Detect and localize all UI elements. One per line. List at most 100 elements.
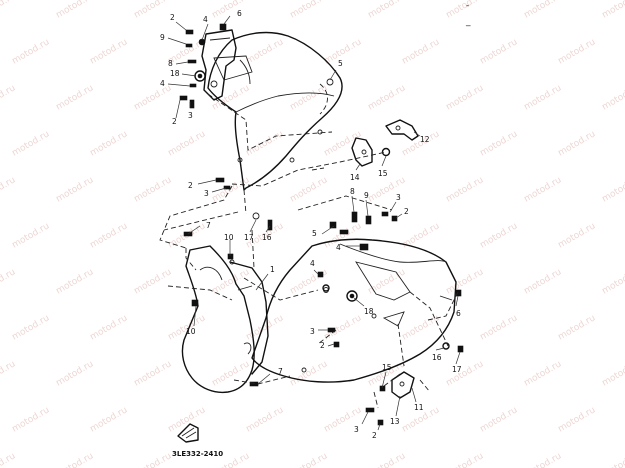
callout-1: 1 <box>270 265 275 274</box>
watermark-text: motod.ru <box>479 129 520 158</box>
watermark-text: motod.ru <box>167 129 208 158</box>
watermark-text: motod.ru <box>289 359 330 388</box>
watermark-text: motod.ru <box>601 0 625 21</box>
watermark-text: motod.ru <box>11 313 52 342</box>
callout-2-c: 2 <box>188 181 193 190</box>
callout-3-b: 3 <box>204 189 209 198</box>
watermark-text: motod.ru <box>401 221 442 250</box>
watermark-text: motod.ru <box>601 359 625 388</box>
watermark-text: motod.ru <box>133 359 174 388</box>
callout-13: 13 <box>390 417 400 426</box>
callout-9-a: 9 <box>160 33 165 42</box>
callout-4-d: 4 <box>310 259 315 268</box>
callout-3-c: 3 <box>396 193 401 202</box>
watermark-text: motod.ru <box>601 175 625 204</box>
callout-6-a: 6 <box>237 9 242 18</box>
watermark-text: motod.ru <box>89 221 130 250</box>
watermark-text: motod.ru <box>133 267 174 296</box>
callout-16-b: 16 <box>432 353 442 362</box>
watermark-text: motod.ru <box>11 37 52 66</box>
watermark-text: motod.ru <box>523 175 564 204</box>
watermark-text: motod.ru <box>245 313 286 342</box>
upper-side-cowl <box>207 31 343 215</box>
callout-11: 11 <box>414 403 424 412</box>
callout-labels: 2 4 6 9 8 18 4 3 2 5 12 15 14 2 3 8 9 3 … <box>160 9 462 440</box>
callout-9-b: 9 <box>364 191 369 200</box>
watermark-text: motod.ru <box>0 267 17 296</box>
callout-17-a: 17 <box>244 233 254 242</box>
watermark-text: motod.ru <box>523 0 564 21</box>
watermark-text: motod.ru <box>245 129 286 158</box>
callout-2-d: 2 <box>404 207 409 216</box>
callout-3-e: 3 <box>354 425 359 434</box>
callout-3-d: 3 <box>310 327 315 336</box>
watermark-text: motod.ru <box>445 359 486 388</box>
watermark-text: motod.ru <box>601 83 625 112</box>
callout-4-a: 4 <box>203 15 208 24</box>
watermark-text: motod.ru <box>55 451 96 468</box>
callout-4-c: 4 <box>336 243 341 252</box>
bracket-13 <box>391 371 415 399</box>
bracket-14 <box>351 137 373 167</box>
watermark-text: motod.ru <box>89 405 130 434</box>
watermark-text: motod.ru <box>445 175 486 204</box>
diagram-code: 3LE332-2410 <box>172 450 223 458</box>
watermark-text: motod.ru <box>167 405 208 434</box>
callout-17-b: 17 <box>452 365 462 374</box>
watermark-text: motod.ru <box>211 0 252 21</box>
watermark-text: motod.ru <box>55 175 96 204</box>
front-direction-icon <box>177 423 199 443</box>
watermark-text: motod.ru <box>245 37 286 66</box>
watermark-text: motod.ru <box>11 405 52 434</box>
watermark-text: motod.ru <box>133 451 174 468</box>
watermark-text: motod.ru <box>55 359 96 388</box>
watermark-text: motod.ru <box>445 451 486 468</box>
watermark-text: motod.ru <box>89 37 130 66</box>
callout-12: 12 <box>420 135 430 144</box>
watermark-text: motod.ru <box>211 359 252 388</box>
corner-mark-top: - <box>466 1 469 11</box>
watermark-text: motod.ru <box>557 405 598 434</box>
watermark-text: motod.ru <box>0 0 17 21</box>
watermark-text: motod.ru <box>289 0 330 21</box>
watermark-text: motod.ru <box>245 405 286 434</box>
callout-16-a: 16 <box>262 233 272 242</box>
callout-5-a: 5 <box>338 59 343 68</box>
watermark-text: motod.ru <box>445 83 486 112</box>
watermark-text: motod.ru <box>367 83 408 112</box>
watermark-text: motod.ru <box>323 129 364 158</box>
callout-7-b: 7 <box>278 367 283 376</box>
watermark-text: motod.ru <box>557 221 598 250</box>
watermark-text: motod.ru <box>557 313 598 342</box>
callout-7-a: 7 <box>206 221 211 230</box>
watermark-text: motod.ru <box>367 267 408 296</box>
stay-bracket-12 <box>385 119 419 141</box>
callout-5-b: 5 <box>312 229 317 238</box>
watermark-text: motod.ru <box>289 175 330 204</box>
watermark-text: motod.ru <box>601 451 625 468</box>
grommet-15 <box>381 147 391 157</box>
callout-15-b: 15 <box>382 363 392 372</box>
watermark-text: motod.ru <box>557 37 598 66</box>
callout-8-b: 8 <box>350 187 355 196</box>
watermark-text: motod.ru <box>0 359 17 388</box>
watermark-text: motod.ru <box>11 221 52 250</box>
watermark-text: motod.ru <box>479 313 520 342</box>
callout-18-b: 18 <box>364 307 374 316</box>
watermark-text: motod.ru <box>133 0 174 21</box>
watermark-text: motod.ru <box>523 359 564 388</box>
watermark-text: motod.ru <box>289 451 330 468</box>
callout-14: 14 <box>350 173 360 182</box>
watermark-text: motod.ru <box>479 221 520 250</box>
callout-4-b: 4 <box>160 79 165 88</box>
watermark-text: motod.ru <box>323 37 364 66</box>
upper-fasteners <box>179 23 231 190</box>
watermark-text: motod.ru <box>55 0 96 21</box>
callout-6-b: 6 <box>456 309 461 318</box>
callout-10-b: 10 <box>186 327 196 336</box>
lower-fasteners <box>183 211 464 426</box>
watermark-text: motod.ru <box>401 313 442 342</box>
watermark-text: motod.ru <box>601 267 625 296</box>
watermark-text: motod.ru <box>0 83 17 112</box>
